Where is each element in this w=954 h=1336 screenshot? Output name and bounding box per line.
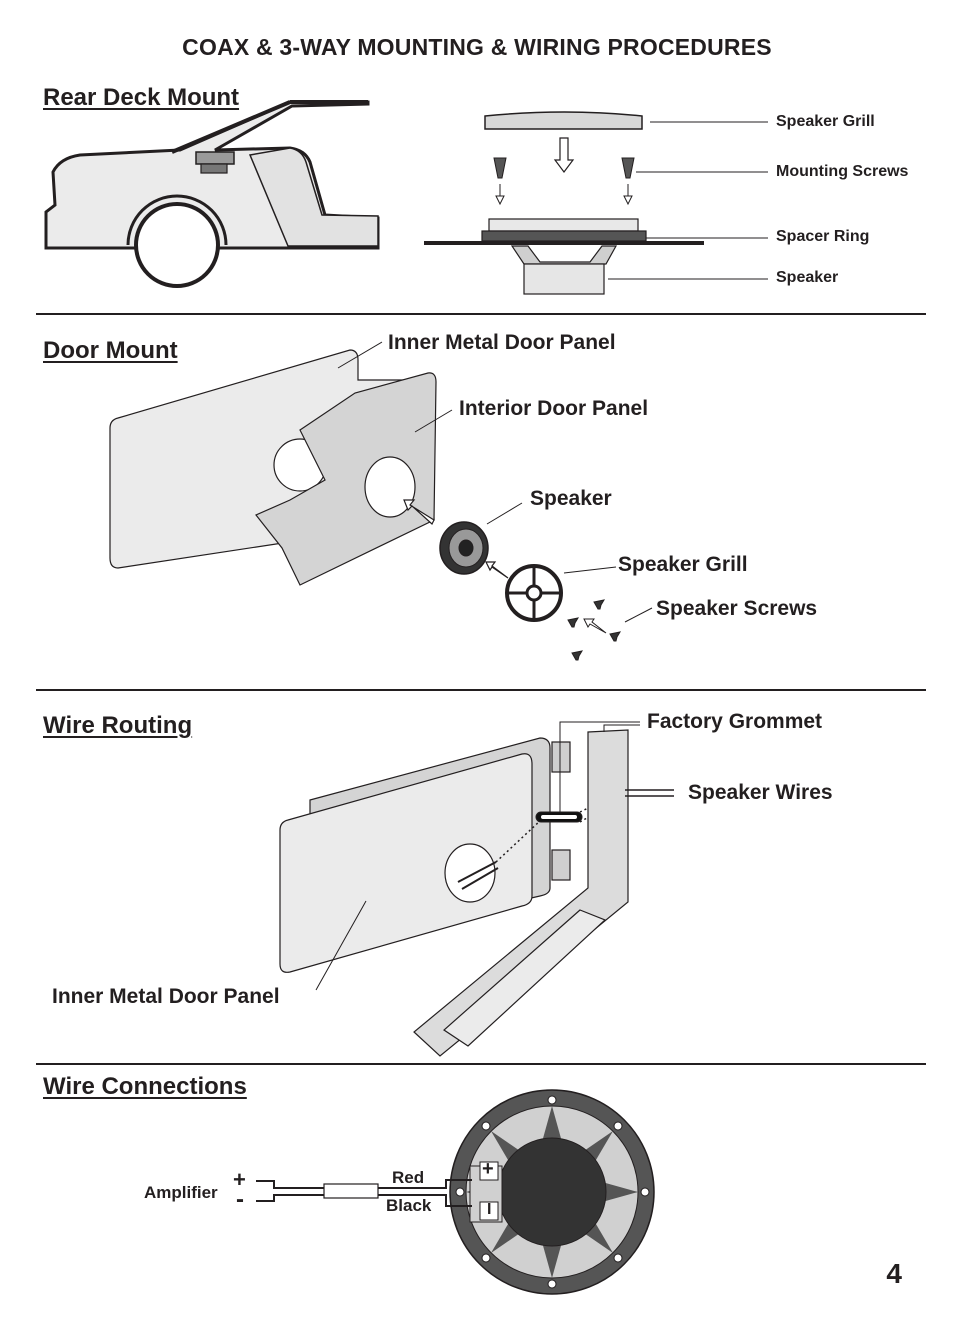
label-terminal-plus: + — [482, 1158, 494, 1180]
heading-wire-connections: Wire Connections — [43, 1073, 247, 1100]
label-speaker-wires: Speaker Wires — [688, 781, 833, 804]
rear-deck-exploded-speaker — [424, 111, 768, 295]
heading-wire-routing: Wire Routing — [43, 712, 193, 739]
section-divider — [36, 313, 926, 315]
label-terminal-minus: I — [487, 1201, 492, 1218]
heading-door-mount: Door Mount — [43, 337, 178, 364]
page-title: COAX & 3-WAY MOUNTING & WIRING PROCEDURE… — [182, 34, 772, 60]
label-amplifier: Amplifier — [144, 1183, 218, 1202]
label-inner-metal-door-panel: Inner Metal Door Panel — [388, 331, 616, 354]
wire-routing-illustration — [279, 721, 674, 1057]
label-speaker-grill: Speaker Grill — [618, 553, 748, 576]
label-speaker-grill: Speaker Grill — [776, 113, 875, 130]
car-rear-illustration — [44, 100, 380, 288]
page-number: 4 — [886, 1258, 902, 1289]
wire-connections-illustration — [256, 1089, 655, 1295]
label-interior-door-panel: Interior Door Panel — [459, 397, 649, 420]
label-speaker-screws: Speaker Screws — [656, 597, 818, 620]
door-mount-illustration — [109, 341, 653, 661]
section-divider — [36, 689, 926, 691]
label-inner-metal-door-panel: Inner Metal Door Panel — [52, 985, 280, 1008]
label-factory-grommet: Factory Grommet — [647, 710, 823, 733]
label-amp-minus: - — [236, 1186, 244, 1213]
section-divider — [36, 1063, 926, 1065]
label-speaker: Speaker — [776, 269, 839, 286]
label-spacer-ring: Spacer Ring — [776, 228, 870, 245]
heading-rear-deck-mount: Rear Deck Mount — [43, 84, 240, 111]
label-amp-plus: + — [233, 1167, 246, 1192]
label-speaker: Speaker — [530, 487, 612, 510]
label-red-wire: Red — [392, 1168, 425, 1187]
label-mounting-screws: Mounting Screws — [776, 163, 909, 180]
label-black-wire: Black — [386, 1196, 432, 1215]
